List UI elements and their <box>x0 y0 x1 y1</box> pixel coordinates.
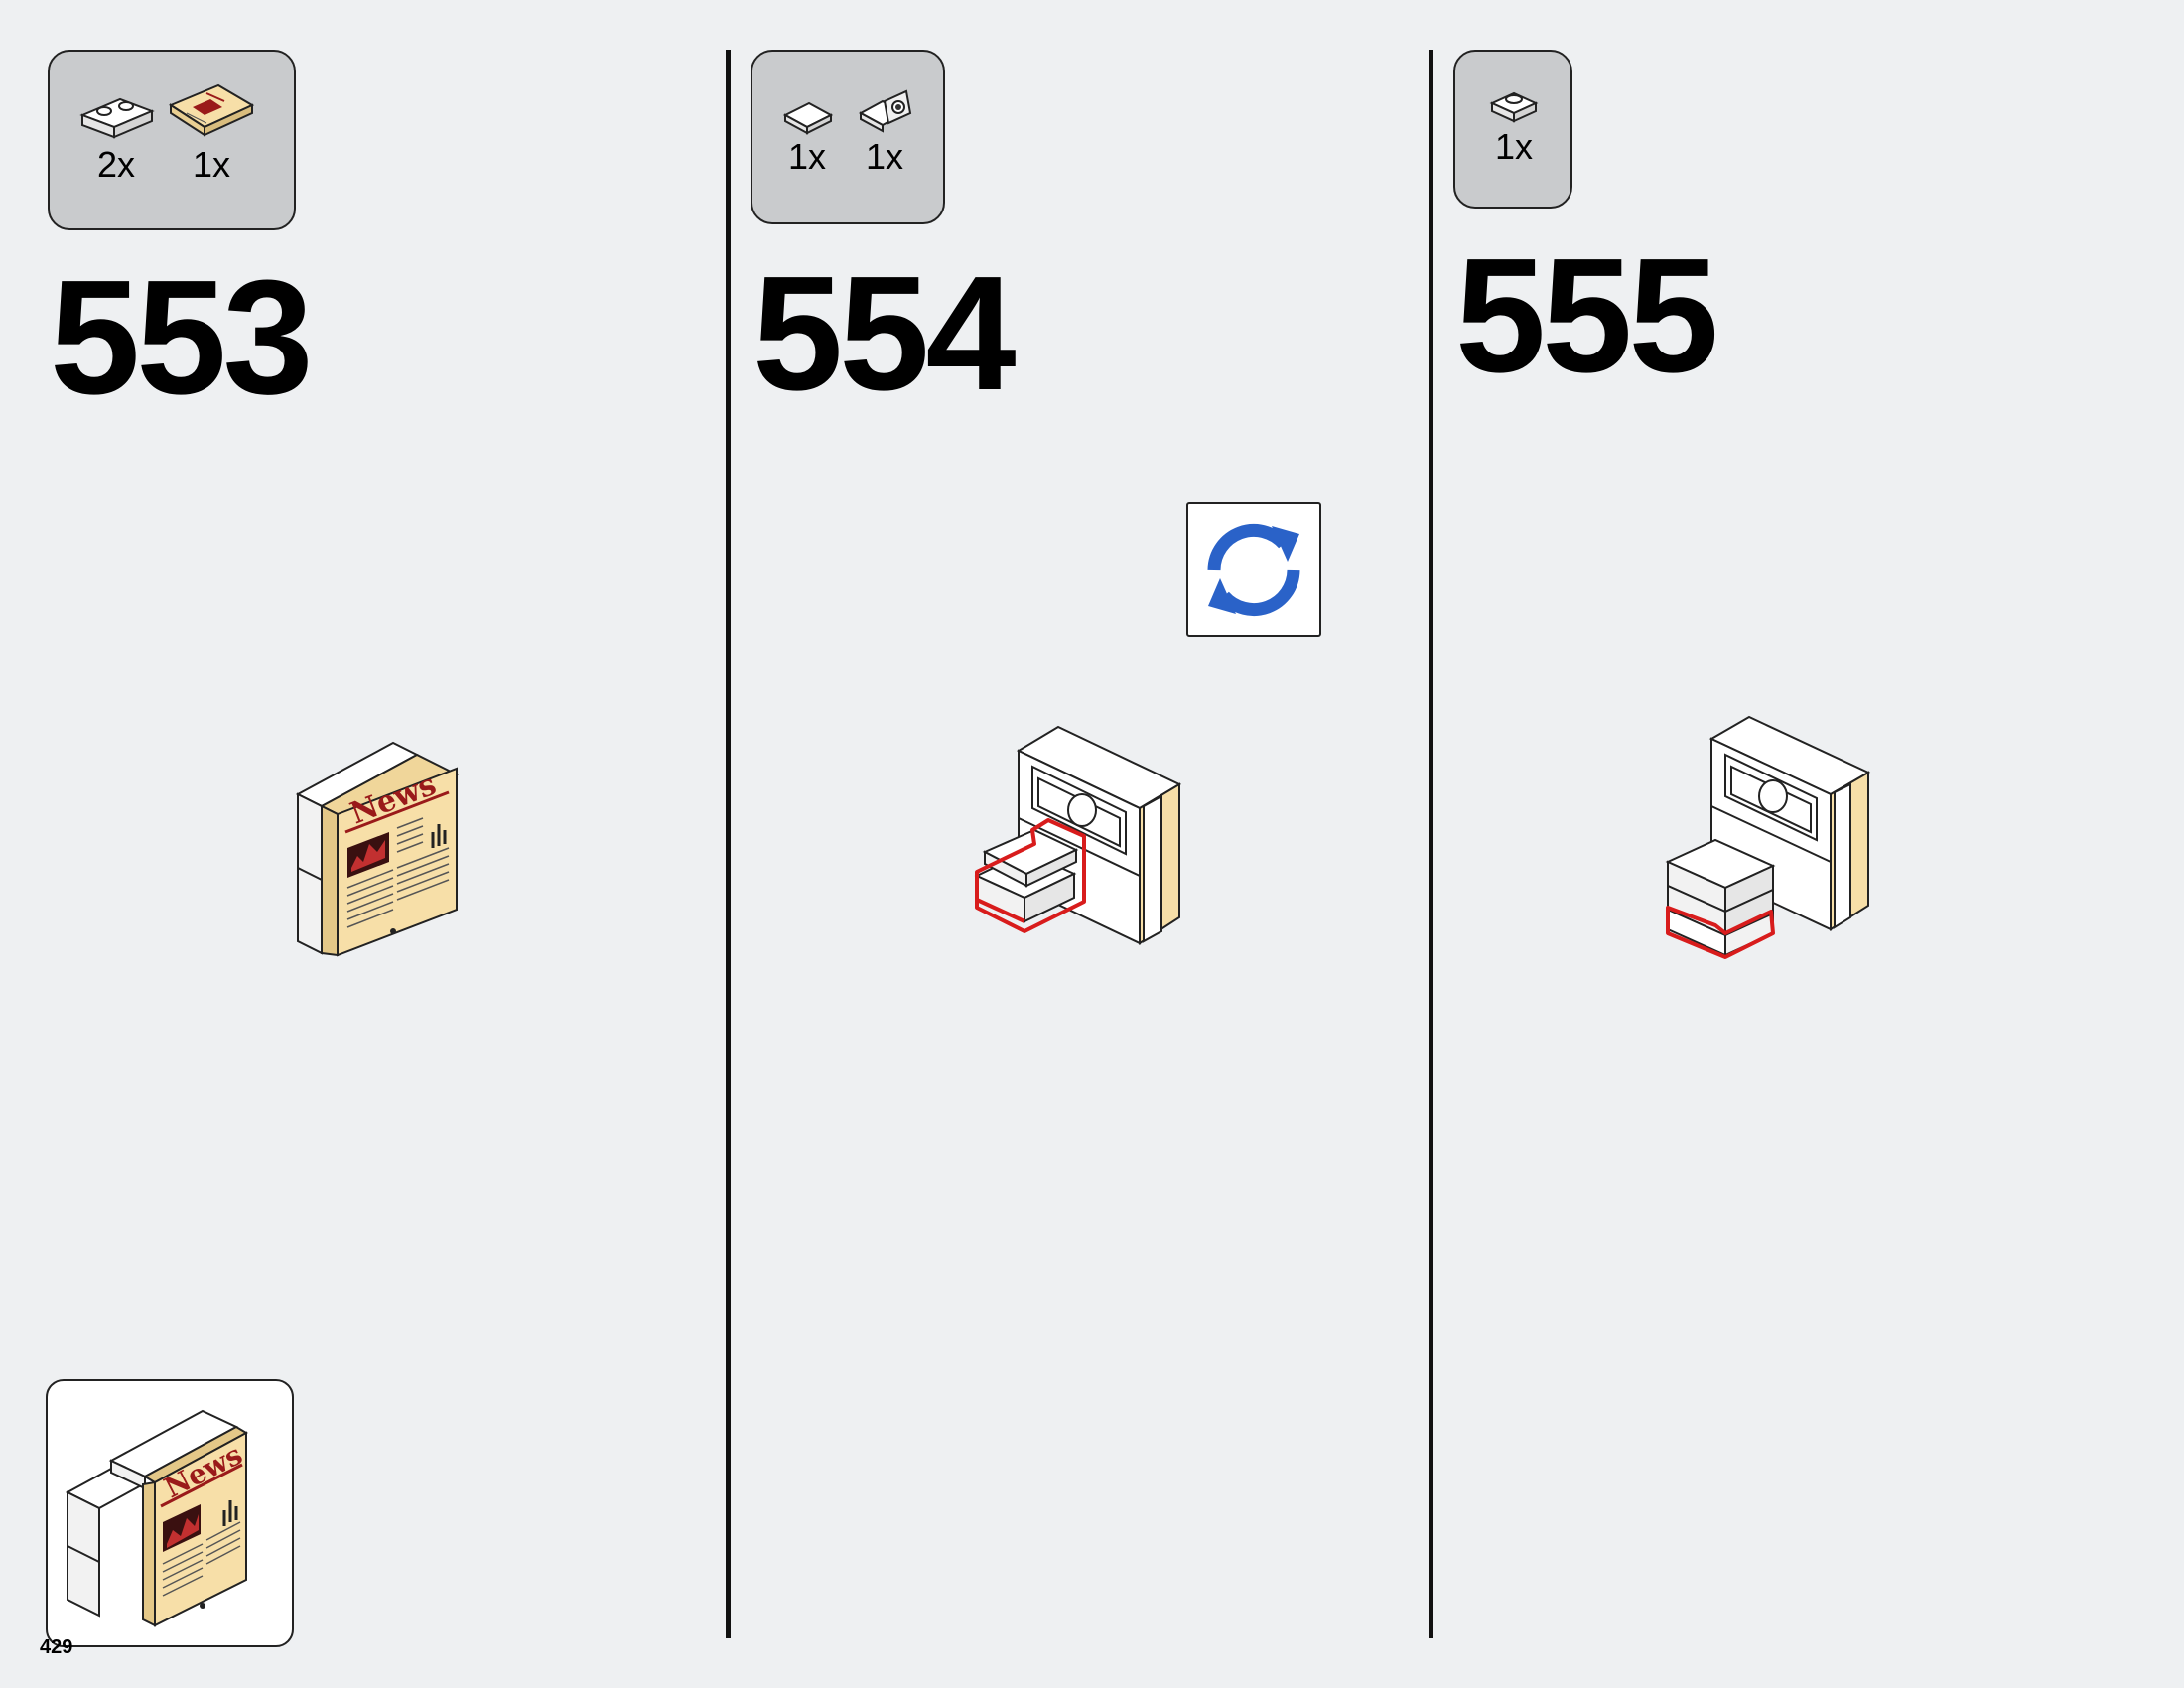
part-quantity: 2x <box>96 144 136 185</box>
parts-callout-554: 1x 1x <box>751 50 945 224</box>
part-item: 1x <box>167 79 256 183</box>
part-quantity: 1x <box>192 144 231 185</box>
submodel-callout: News <box>46 1379 294 1647</box>
step-number-553: 553 <box>50 246 314 428</box>
submodel-preview: News <box>65 1409 249 1627</box>
part-item: 1x <box>762 99 852 175</box>
step-554-model <box>974 725 1182 945</box>
part-quantity: 1x <box>787 136 827 177</box>
step-number-554: 554 <box>752 242 1017 424</box>
tile-1x1-white-icon <box>782 101 834 135</box>
parts-callout-555: 1x <box>1453 50 1572 209</box>
page-number: 429 <box>40 1636 73 1658</box>
step-553-model: News <box>295 741 460 957</box>
parts-callout-553: 2x 1x <box>48 50 296 230</box>
part-item: 1x <box>1469 85 1559 165</box>
plate-1x1-white-icon <box>1489 91 1539 123</box>
rotate-model-icon <box>1207 523 1300 617</box>
part-item: 2x <box>71 91 161 183</box>
bracket-plate-white-icon <box>858 89 912 133</box>
step-number-555: 555 <box>1455 224 1719 406</box>
plate-1x2-white-icon <box>79 97 155 139</box>
rotate-callout <box>1186 502 1321 637</box>
part-item: 1x <box>840 87 929 175</box>
part-quantity: 1x <box>865 136 904 177</box>
newspaper-tile-icon <box>168 83 255 137</box>
part-quantity: 1x <box>1494 126 1534 167</box>
step-555-model <box>1665 715 1871 959</box>
column-divider-2 <box>1429 50 1433 1638</box>
column-divider-1 <box>726 50 731 1638</box>
